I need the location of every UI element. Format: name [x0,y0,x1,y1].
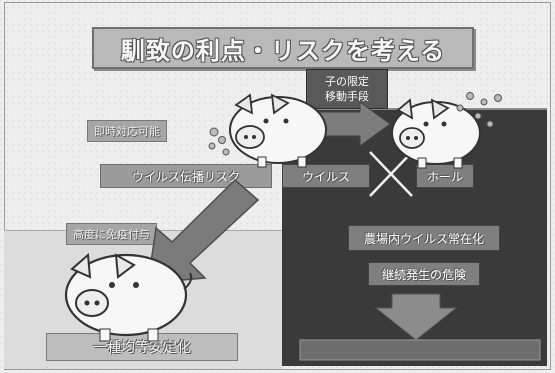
continuous-outbreak-box: 継続発生の危険 [368,262,480,286]
dark-panel-bottom-bar [299,339,541,361]
bottom-result-box: 一種均等安定化 [46,333,238,361]
virus-dots-left [208,127,230,156]
pig-middle-icon [229,93,327,168]
pig-bottom-left-icon [64,252,193,342]
pig-right-icon [391,98,481,169]
immediate-response-label: 即時対応可能 [87,120,167,142]
down-arrow [374,293,458,341]
slide-title: 馴致の利点・リスクを考える [92,27,474,69]
high-immunity-label: 高度に免疫付与 [66,223,157,245]
left-bar-box: ウイルス伝播リスク [100,164,272,188]
farm-virus-box: 農場内ウイルス常在化 [348,225,500,251]
horizontal-arrow [319,101,391,147]
middle-bar-box: ウイルス [282,164,370,188]
slide-frame [4,2,551,370]
top-callout-box: 子の限定 移動手段 [306,69,388,109]
virus-dots-right [456,92,502,128]
cross-line-2 [369,151,413,197]
